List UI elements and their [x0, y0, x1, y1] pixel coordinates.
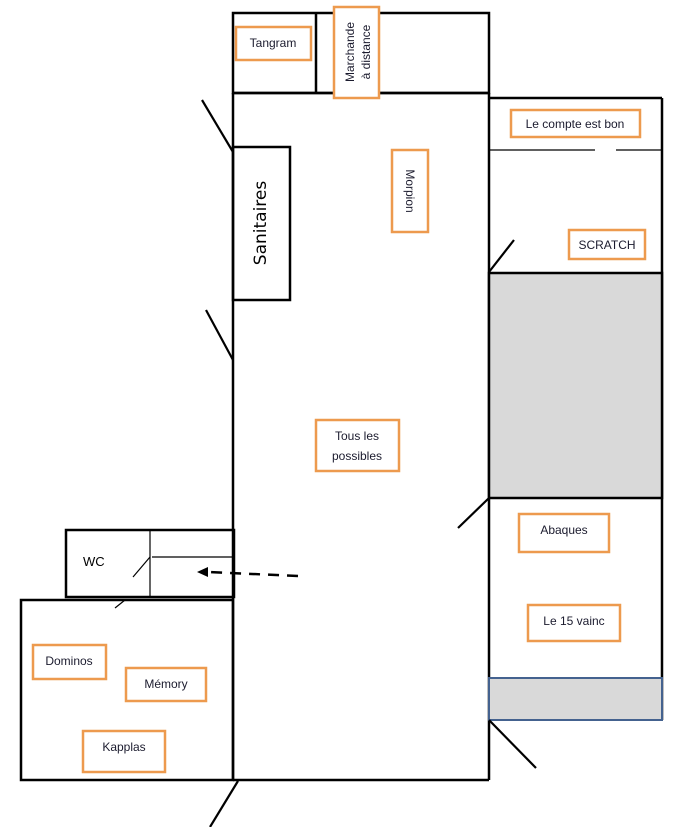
door-sanitaires-top [201, 99, 234, 153]
station-tous-les-possibles: Tous les possibles [314, 418, 401, 473]
svg-text:SCRATCH: SCRATCH [578, 238, 635, 252]
sanitaires-room [231, 145, 292, 302]
blocked-area-lower [488, 677, 663, 721]
blocked-area-upper [487, 271, 664, 500]
bottom-left-room [19, 598, 235, 782]
direction-arrow-line [207, 570, 299, 578]
wc-label: WC [83, 554, 105, 569]
svg-text:Tous les: Tous les [335, 429, 379, 443]
bottom-left-door-icon [114, 599, 126, 609]
station-abaques: Abaques [517, 512, 611, 554]
station-dominos: Dominos [31, 643, 108, 681]
station-le-15-vainc: Le 15 vainc [526, 603, 622, 643]
sanitaires-label: Sanitaires [251, 181, 271, 266]
door-left-mid [205, 309, 234, 361]
svg-text:Mémory: Mémory [144, 677, 187, 691]
door-abaques [457, 497, 490, 529]
svg-text:Dominos: Dominos [45, 654, 92, 668]
station-tangram: Tangram [234, 25, 313, 62]
svg-text:Abaques: Abaques [540, 523, 587, 537]
svg-text:Morpion: Morpion [403, 169, 417, 212]
station-marchande: Marchande à distance [332, 5, 381, 100]
svg-text:possibles: possibles [332, 449, 382, 463]
svg-text:Le compte est bon: Le compte est bon [526, 117, 625, 131]
svg-text:Tangram: Tangram [250, 36, 297, 50]
station-morpion: Morpion [390, 148, 430, 234]
station-scratch: SCRATCH [567, 228, 647, 261]
station-kapplas: Kapplas [81, 729, 167, 774]
station-memory: Mémory [124, 666, 208, 703]
door-scratch [488, 239, 515, 273]
svg-text:Marchande: Marchande [343, 22, 357, 82]
svg-text:Le 15 vainc: Le 15 vainc [543, 614, 604, 628]
direction-arrow-head-icon [197, 567, 208, 577]
svg-text:à distance: à distance [359, 24, 373, 79]
svg-text:Kapplas: Kapplas [102, 740, 145, 754]
wc-door-icon [132, 556, 151, 578]
door-right-bottom [488, 719, 537, 769]
station-compte-est-bon: Le compte est bon [509, 108, 642, 139]
door-bottom-exit [209, 780, 239, 827]
